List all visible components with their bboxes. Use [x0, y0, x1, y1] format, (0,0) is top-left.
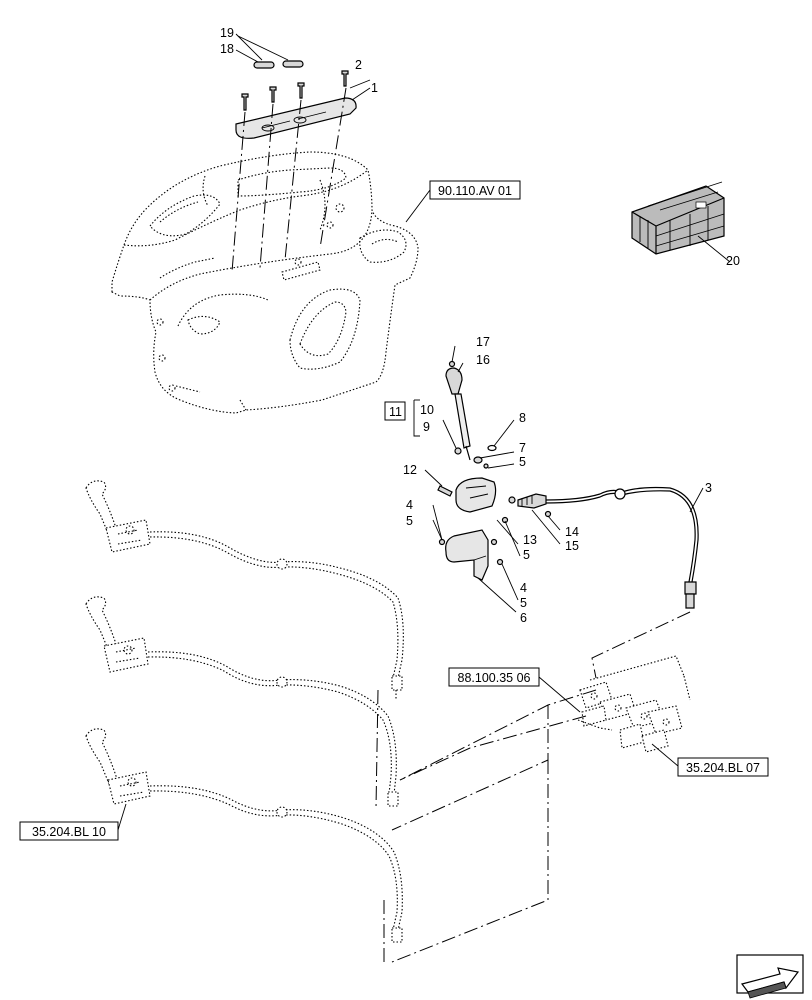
callout-2: 2 [355, 58, 362, 72]
callout-13: 13 [523, 533, 537, 547]
control-valve-block [577, 655, 691, 753]
callout-5-a: 5 [519, 455, 526, 469]
callout-8: 8 [519, 411, 526, 425]
cab-console-phantom [111, 151, 419, 414]
callout-5-b: 5 [406, 514, 413, 528]
joystick-phantom-1 [85, 480, 404, 700]
routing-lines [375, 611, 691, 963]
control-lever-assembly [413, 345, 704, 613]
callout-15: 15 [565, 539, 579, 553]
callout-6: 6 [520, 611, 527, 625]
callout-18: 18 [220, 42, 234, 56]
callout-12: 12 [403, 463, 417, 477]
ref-label-35-204-bl-10[interactable]: 35.204.BL 10 [19, 803, 127, 841]
joystick-phantom-2 [85, 596, 399, 807]
callout-5-c: 5 [523, 548, 530, 562]
joystick-phantom-3 [85, 728, 403, 943]
callout-14: 14 [565, 525, 579, 539]
callout-numbers: 19 18 2 1 20 17 16 11 10 9 8 7 5 12 4 5 … [220, 26, 740, 625]
callout-3: 3 [705, 481, 712, 495]
callout-7: 7 [519, 441, 526, 455]
svg-text:35.204.BL 07: 35.204.BL 07 [686, 761, 760, 775]
kit-crate-icon [631, 181, 731, 263]
callout-16: 16 [476, 353, 490, 367]
callout-11: 11 [389, 405, 402, 419]
ref-label-35-204-bl-07[interactable]: 35.204.BL 07 [651, 743, 769, 777]
callout-20: 20 [726, 254, 740, 268]
next-page-arrow-icon[interactable] [736, 954, 804, 999]
callout-11-box [384, 401, 406, 421]
callout-5-d: 5 [520, 596, 527, 610]
callout-4-a: 4 [406, 498, 413, 512]
callout-10: 10 [420, 403, 434, 417]
callout-1: 1 [371, 81, 378, 95]
ref-label-90-110-av-01[interactable]: 90.110.AV 01 [405, 180, 521, 223]
callout-19: 19 [220, 26, 234, 40]
top-plate-assembly [231, 60, 371, 273]
callout-17: 17 [476, 335, 490, 349]
svg-text:88.100.35 06: 88.100.35 06 [458, 671, 531, 685]
svg-text:90.110.AV 01: 90.110.AV 01 [438, 184, 512, 198]
ref-label-88-100-35-06[interactable]: 88.100.35 06 [448, 667, 581, 713]
svg-text:35.204.BL 10: 35.204.BL 10 [32, 825, 106, 839]
callout-9: 9 [423, 420, 430, 434]
callout-4-b: 4 [520, 581, 527, 595]
